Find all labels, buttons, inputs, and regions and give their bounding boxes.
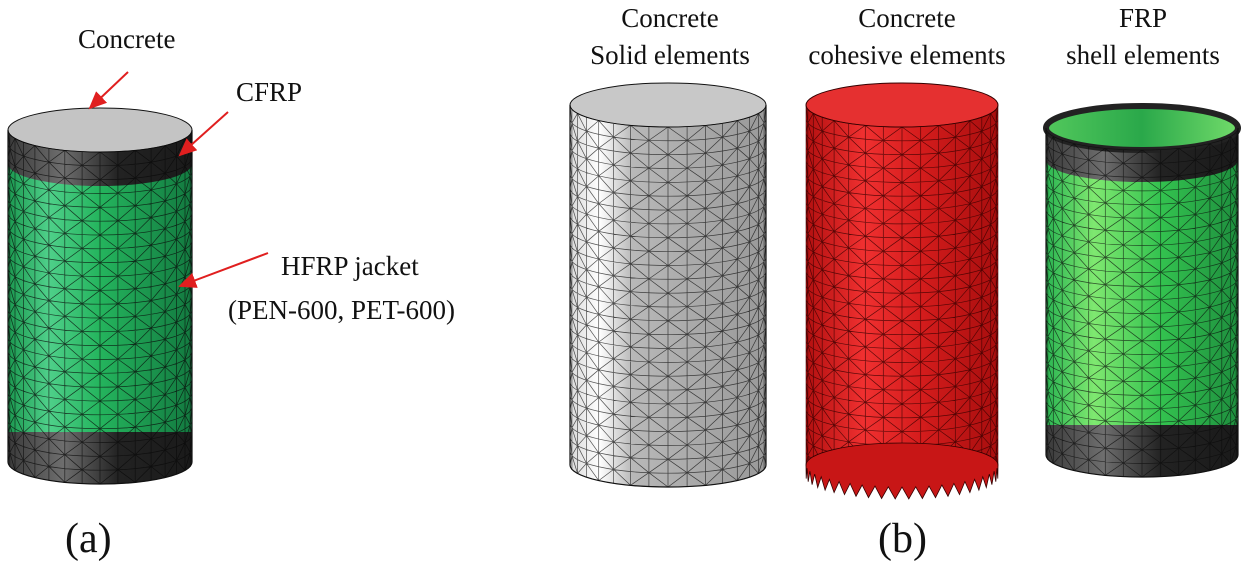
- label-concrete: Concrete: [78, 24, 175, 110]
- panel-a: Concrete CFRP HFRP jacket (PEN-600, PET-…: [7, 24, 455, 562]
- label-cfrp: CFRP: [178, 77, 302, 157]
- shell-title-1: FRP: [1119, 3, 1167, 33]
- cohesive-serrated-edge: [805, 442, 999, 500]
- label-hfrp: HFRP jacket (PEN-600, PET-600): [178, 251, 455, 325]
- concrete-arrow: [88, 71, 129, 110]
- frp-shell-elements: [1043, 103, 1241, 478]
- cohesive-title-1: Concrete: [858, 3, 955, 33]
- label-hfrp-text-2: (PEN-600, PET-600): [228, 295, 455, 325]
- hfrp-arrow: [178, 252, 269, 288]
- concrete-cohesive-elements: [805, 82, 999, 500]
- composite-cylinder: [7, 107, 193, 485]
- cfrp-arrow: [178, 111, 229, 157]
- label-hfrp-text-1: HFRP jacket: [281, 251, 419, 281]
- concrete-solid-elements: [569, 82, 767, 488]
- mesh-lines: [805, 104, 999, 488]
- label-cfrp-text: CFRP: [236, 77, 302, 107]
- cohesive-title-2: cohesive elements: [808, 40, 1005, 70]
- caption-b: (b): [878, 516, 927, 562]
- panel-b: Concrete Solid elements Concrete cohesiv…: [569, 3, 1241, 562]
- shell-title-2: shell elements: [1066, 40, 1220, 70]
- solid-title-2: Solid elements: [590, 40, 750, 70]
- label-concrete-text: Concrete: [78, 24, 175, 54]
- solid-title-1: Concrete: [621, 3, 718, 33]
- mesh-grid: [805, 104, 999, 488]
- caption-a: (a): [65, 516, 112, 562]
